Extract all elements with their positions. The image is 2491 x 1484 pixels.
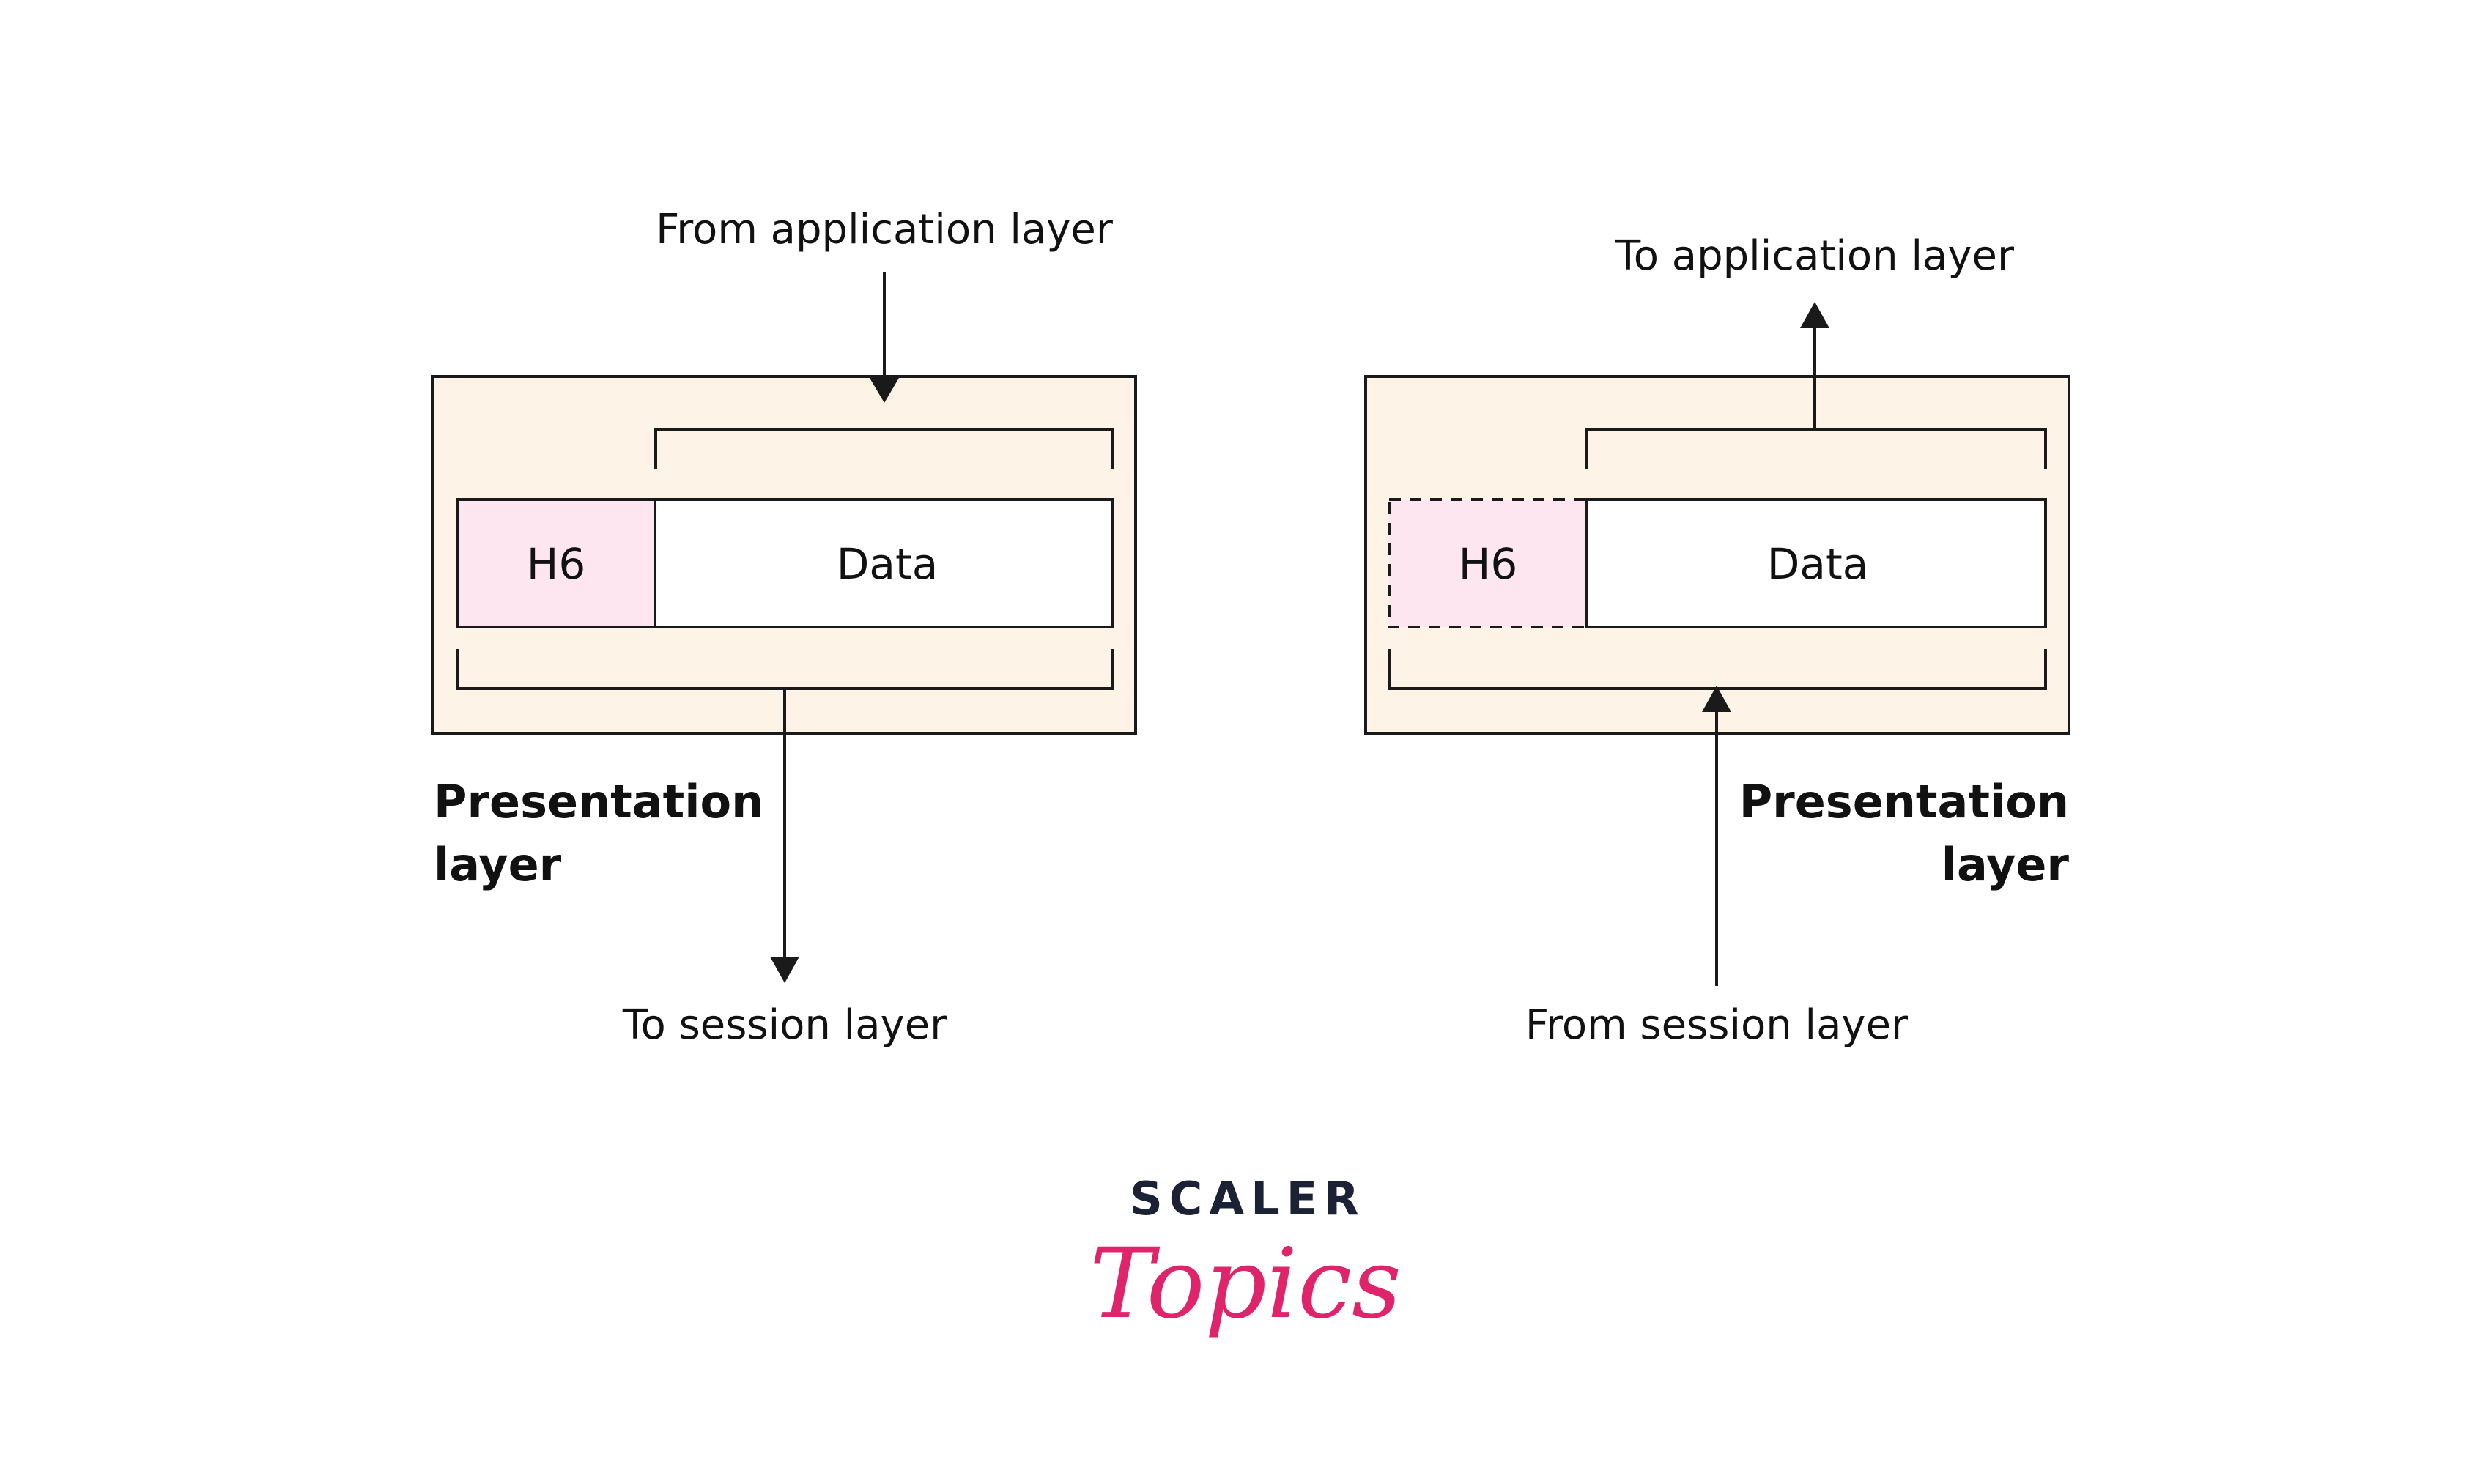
left-bottom-label: To session layer [622, 1001, 947, 1049]
right-layer-title-line1: Presentation [1739, 775, 2069, 828]
right-top-arrowhead [1800, 302, 1829, 328]
right-diagram: H6 Data To application layer Presentatio… [1364, 232, 2070, 1049]
right-h6-text: H6 [1459, 539, 1518, 589]
right-data-cell [1585, 498, 2047, 628]
right-layer-title-line2: layer [1942, 838, 2070, 891]
logo-bottom-text: Topics [1089, 1228, 1402, 1340]
right-data-text: Data [1767, 539, 1869, 589]
logo-top-text: SCALER [1130, 1172, 1366, 1225]
left-top-label: From application layer [656, 206, 1114, 253]
scaler-topics-logo: SCALER Topics [1089, 1172, 1402, 1340]
left-top-arrowhead [870, 378, 899, 403]
right-h6-cell [1388, 498, 1588, 628]
left-data-text: Data [837, 539, 939, 589]
left-upper-bracket [654, 428, 1114, 469]
right-bottom-arrowhead [1702, 686, 1731, 712]
left-layer-title-line2: layer [434, 838, 562, 891]
left-layer-title-line1: Presentation [434, 775, 763, 828]
left-diagram: H6 Data From application layer Presentat… [431, 206, 1137, 1049]
right-bottom-label: From session layer [1525, 1001, 1909, 1049]
left-h6-cell [456, 498, 656, 628]
left-data-cell [654, 498, 1114, 628]
left-bottom-arrowhead [770, 957, 799, 983]
left-h6-text: H6 [527, 539, 586, 589]
right-top-label: To application layer [1615, 232, 2015, 280]
